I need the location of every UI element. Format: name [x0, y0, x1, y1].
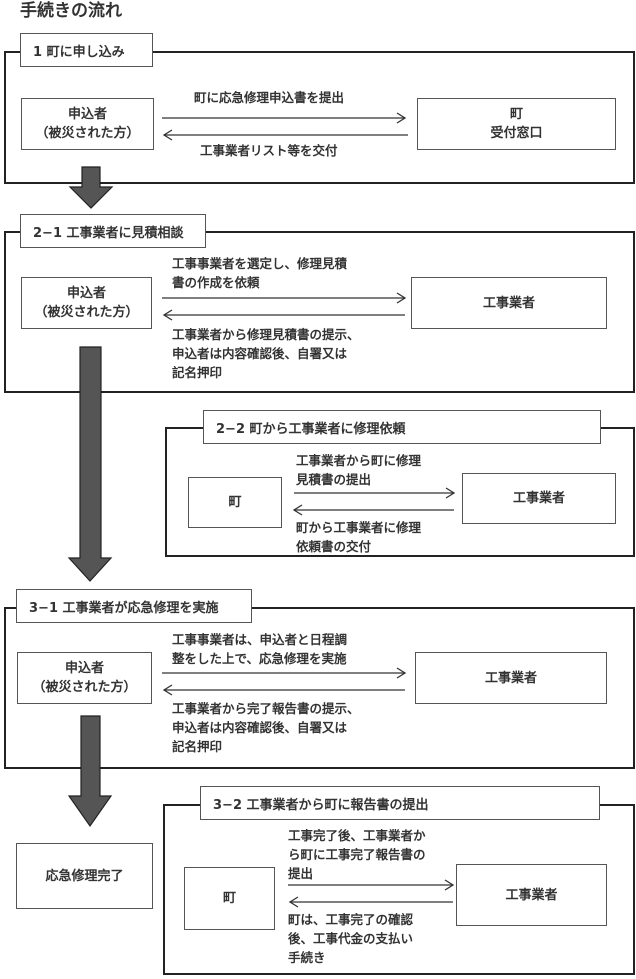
applicant-node: 申込者 （被災された方）: [21, 277, 152, 329]
backward-text: 町から工事業者に修理 依頼書の交付: [296, 520, 422, 554]
backward-text: 町は、工事完了の確認 後、工事代金の支払い 手続き: [288, 912, 414, 965]
down-arrow-icon: [67, 715, 113, 828]
backward-arrow-icon: [292, 504, 454, 516]
page-title: 手続きの流れ: [20, 1, 122, 21]
node-line: 町: [509, 107, 523, 122]
node-line: 受付窓口: [490, 126, 543, 141]
node-line: 工事業者: [512, 491, 565, 506]
node-line: 町: [222, 891, 236, 906]
forward-arrow-icon: [294, 487, 456, 499]
forward-arrow-icon: [162, 292, 407, 304]
node-line: 申込者: [67, 107, 107, 122]
backward-text: 工事業者から修理見積書の提示、 申込者は内容確認後、自署又は 記名押印: [172, 327, 360, 380]
repair-complete-node: 応急修理完了: [16, 843, 153, 909]
contractor-node: 工事業者: [462, 473, 616, 524]
backward-arrow-icon: [162, 684, 405, 696]
town-node: 町: [188, 477, 282, 528]
node-line: 工事業者: [484, 670, 537, 686]
forward-text: 町に応急修理申込書を提出: [194, 90, 345, 105]
forward-text: 工事事業者を選定し、修理見積 書の作成を依頼: [172, 256, 348, 290]
node-line: 工事業者: [482, 295, 535, 311]
node-line: 申込者: [64, 661, 104, 676]
forward-arrow-icon: [288, 879, 455, 891]
contractor-node: 工事業者: [456, 864, 607, 926]
forward-arrow-icon: [162, 667, 407, 679]
applicant-node: 申込者 （被災された方）: [17, 652, 152, 704]
node-line: （被災された方）: [34, 305, 139, 320]
node-line: （被災された方）: [35, 126, 140, 141]
town-reception-node: 町 受付窓口: [417, 98, 616, 150]
node-line: 町: [228, 495, 242, 510]
backward-text: 工事業者リスト等を交付: [200, 143, 338, 158]
step-3-2-label: 3−2 工事業者から町に報告書の提出: [200, 786, 600, 820]
backward-arrow-icon: [162, 309, 405, 321]
forward-arrow-icon: [162, 112, 407, 124]
node-line: 申込者: [66, 286, 106, 301]
step-1-label: 1 町に申し込み: [20, 33, 153, 67]
node-line: （被災された方）: [32, 680, 137, 695]
step-2-2-label: 2−2 町から工事業者に修理依頼: [203, 410, 601, 444]
down-arrow-icon: [68, 166, 114, 209]
forward-text: 工事事業者は、申込者と日程調 整をした上で、応急修理を実施: [172, 632, 348, 666]
step-2-1-label: 2−1 工事業者に見積相談: [20, 214, 206, 248]
backward-arrow-icon: [288, 896, 453, 908]
contractor-node: 工事業者: [411, 277, 607, 329]
forward-text: 工事完了後、工事業者か ら町に工事完了報告書の 提出: [288, 828, 426, 881]
node-line: 工事業者: [505, 887, 558, 903]
step-3-1-label: 3−1 工事業者が応急修理を実施: [16, 589, 252, 623]
node-line: 応急修理完了: [45, 868, 124, 884]
forward-text: 工事業者から町に修理 見積書の提出: [296, 453, 422, 487]
town-node: 町: [184, 867, 275, 930]
backward-arrow-icon: [162, 129, 408, 141]
backward-text: 工事業者から完了報告書の提示、 申込者は内容確認後、自署又は 記名押印: [172, 701, 360, 754]
applicant-node: 申込者 （被災された方）: [21, 98, 154, 150]
contractor-node: 工事業者: [415, 652, 607, 704]
down-arrow-icon: [67, 346, 113, 582]
